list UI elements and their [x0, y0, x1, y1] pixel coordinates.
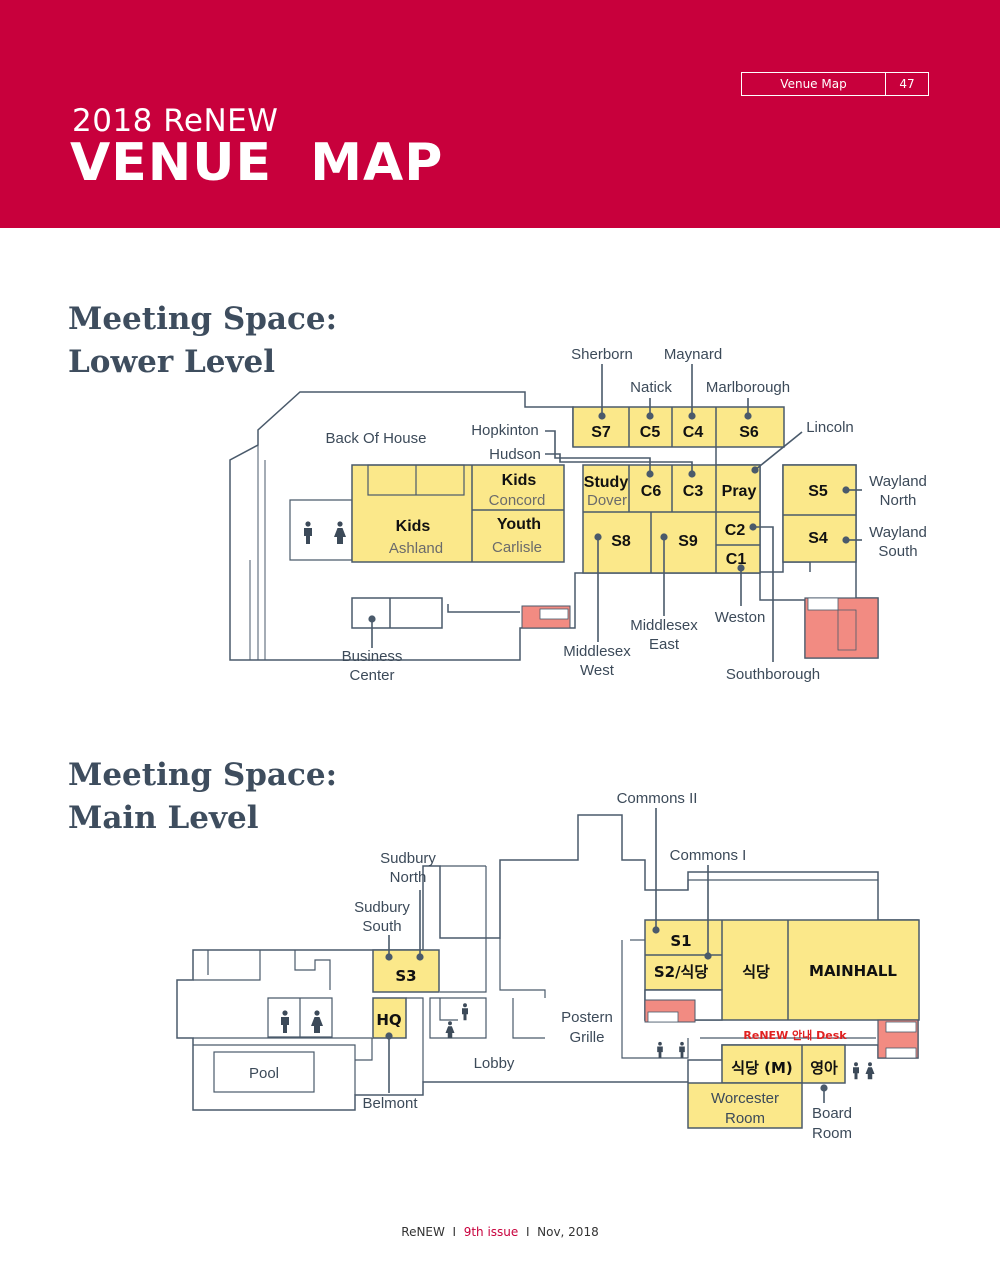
label-back-of-house: Back Of House — [326, 430, 427, 447]
room-sub-ashland: Ashland — [389, 540, 443, 557]
room-s4: S4 — [808, 530, 828, 547]
room-s3: S3 — [395, 967, 416, 985]
lower-leader-lines — [368, 364, 862, 662]
room-kids-concord: Kids — [502, 472, 537, 489]
room-sub-carlisle: Carlisle — [492, 539, 542, 556]
label-pool: Pool — [249, 1065, 279, 1082]
room-sub-dover: Dover — [587, 492, 627, 509]
room-s7: S7 — [591, 424, 611, 441]
label-commons-2: Commons II — [617, 790, 698, 807]
label-maynard: Maynard — [664, 346, 722, 363]
label-wayland-south: Wayland — [869, 524, 927, 541]
label-belmont: Belmont — [362, 1095, 418, 1112]
lower-location-labels: Sherborn Maynard Natick Marlborough Hopk… — [326, 346, 927, 684]
room-c1: C1 — [726, 551, 747, 568]
room-c6: C6 — [641, 483, 662, 500]
label-commons-1: Commons I — [670, 847, 747, 864]
label-sudbury-north: North — [390, 869, 427, 886]
label-postern-grille: Postern — [561, 1009, 613, 1026]
main-leader-lines — [385, 808, 828, 1103]
renew-desk-label: ReNEW 안내 Desk — [743, 1028, 847, 1042]
label-middlesex-west: West — [580, 662, 615, 679]
lower-level-heading: Meeting Space: Lower Level — [68, 298, 337, 384]
room-c4: C4 — [683, 424, 704, 441]
lower-room-subnames: Concord Ashland Carlisle Dover — [389, 492, 627, 557]
footer-brand: ReNEW — [401, 1225, 445, 1239]
section-label: Venue Map — [742, 73, 886, 95]
heading-line: Meeting Space: — [68, 757, 338, 793]
room-c5: C5 — [640, 424, 661, 441]
page-tab: Venue Map 47 — [741, 72, 929, 96]
label-wayland-north: Wayland — [869, 473, 927, 490]
label-sherborn: Sherborn — [571, 346, 633, 363]
restroom-icon — [304, 521, 346, 544]
room-youth: Youth — [497, 516, 541, 533]
heading-line: Main Level — [68, 800, 259, 836]
label-sudbury-south: South — [362, 918, 401, 935]
label-business-center: Center — [349, 667, 394, 684]
room-pray: Pray — [722, 483, 757, 500]
page-title: VENUE MAP — [70, 133, 444, 193]
room-c2: C2 — [725, 522, 746, 539]
label-business-center: Business — [342, 648, 403, 665]
label-board-room: Room — [812, 1125, 852, 1142]
label-middlesex-east: Middlesex — [630, 617, 698, 634]
room-kids-ashland: Kids — [396, 518, 431, 535]
label-middlesex-east: East — [649, 636, 680, 653]
room-s9: S9 — [678, 533, 698, 550]
room-s5: S5 — [808, 483, 828, 500]
header-banner — [0, 0, 1000, 228]
room-s1: S1 — [670, 932, 691, 950]
room-s8: S8 — [611, 533, 631, 550]
label-board-room: Board — [812, 1105, 852, 1122]
room-mainhall: MAINHALL — [809, 962, 897, 980]
heading-line: Meeting Space: — [68, 301, 338, 337]
footer-separator: I — [452, 1225, 457, 1239]
lower-level-rooms — [351, 406, 857, 574]
label-natick: Natick — [630, 379, 672, 396]
heading-line: Lower Level — [68, 344, 276, 380]
year-line: 2018 ReNEW — [72, 103, 279, 139]
label-wayland-south: South — [878, 543, 917, 560]
label-lobby: Lobby — [474, 1055, 515, 1072]
main-location-labels: Commons II Commons I Sudbury North Sudbu… — [249, 790, 852, 1142]
main-room-names: S1 S2/식당 식당 MAINHALL S3 HQ 식당 (M) 영아 — [376, 932, 897, 1077]
room-youngah: 영아 — [810, 1059, 838, 1077]
label-lincoln: Lincoln — [806, 419, 854, 436]
footer-date: Nov, 2018 — [537, 1225, 599, 1239]
footer: ReNEW I 9th issue I Nov, 2018 — [0, 1225, 1000, 1239]
lower-stairs — [521, 597, 879, 659]
label-sudbury-north: Sudbury — [380, 850, 436, 867]
label-worcester-room: Room — [725, 1110, 765, 1127]
label-wayland-north: North — [880, 492, 917, 509]
lower-room-names: S7 C5 C4 S6 Kids Kids Youth Study C6 C3 … — [396, 424, 828, 568]
label-marlborough: Marlborough — [706, 379, 790, 396]
label-postern-grille: Grille — [569, 1029, 604, 1046]
label-southborough: Southborough — [726, 666, 820, 683]
room-sub-concord: Concord — [489, 492, 546, 509]
main-level-map — [176, 814, 919, 1111]
room-hq: HQ — [376, 1011, 401, 1029]
room-sikdang: 식당 — [742, 963, 770, 981]
footer-issue: 9th issue — [463, 1225, 519, 1239]
room-study: Study — [584, 474, 629, 491]
footer-separator: I — [525, 1225, 530, 1239]
main-stairs — [644, 999, 919, 1059]
room-s2: S2/식당 — [654, 963, 709, 981]
room-sikdang-m: 식당 (M) — [731, 1059, 792, 1077]
label-sudbury-south: Sudbury — [354, 899, 410, 916]
main-level-rooms — [372, 919, 920, 1129]
room-c3: C3 — [683, 483, 704, 500]
label-weston: Weston — [715, 609, 766, 626]
label-hopkinton: Hopkinton — [471, 422, 539, 439]
label-middlesex-west: Middlesex — [563, 643, 631, 660]
label-worcester-room: Worcester — [711, 1090, 779, 1107]
room-s6: S6 — [739, 424, 759, 441]
page-number: 47 — [899, 77, 915, 91]
main-level-heading: Meeting Space: Main Level — [68, 754, 337, 840]
label-hudson: Hudson — [489, 446, 541, 463]
